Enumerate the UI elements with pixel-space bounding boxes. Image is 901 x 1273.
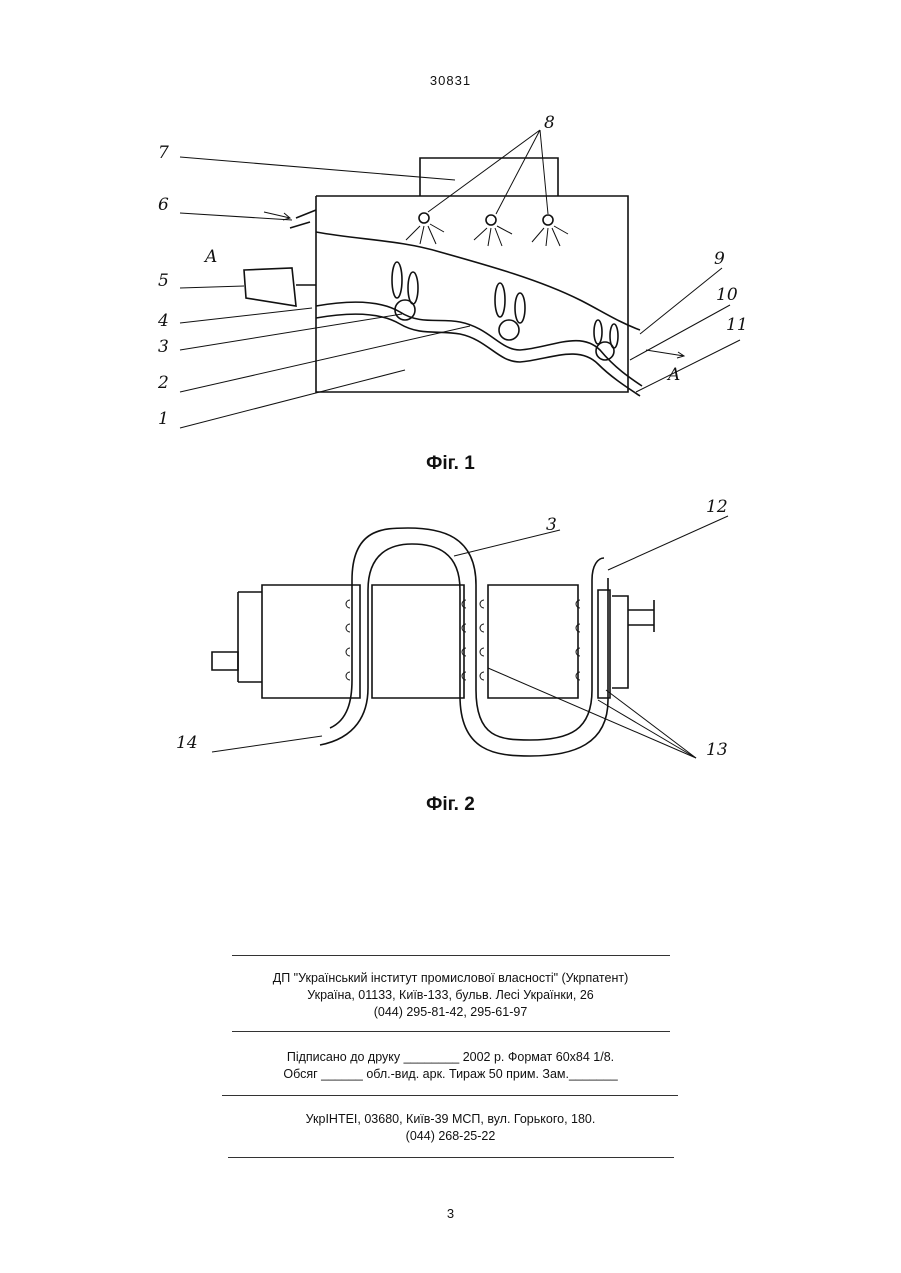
- fig2-label-14: 14: [176, 733, 198, 753]
- divider-2: [232, 1031, 670, 1032]
- publisher-line: (044) 295-81-42, 295-61-97: [0, 1004, 901, 1021]
- drum-left: [262, 585, 360, 698]
- shaft-right: [612, 596, 654, 688]
- shaft-left: [212, 652, 238, 670]
- drum-middle: [372, 585, 464, 698]
- print-info-block: Підписано до друку ________ 2002 р. Форм…: [0, 1049, 901, 1083]
- fig2-label-12: 12: [706, 497, 728, 517]
- fig2-label-13: 13: [706, 740, 728, 760]
- figure-2-caption: Фіг. 2: [0, 794, 901, 816]
- page-number: 3: [0, 1206, 901, 1221]
- divider-1: [232, 955, 670, 956]
- divider-3: [222, 1095, 678, 1096]
- printer-line: (044) 268-25-22: [0, 1128, 901, 1145]
- coil-tube-outer: [330, 528, 604, 740]
- drum-right: [488, 585, 578, 698]
- print-info-line: Підписано до друку ________ 2002 р. Форм…: [0, 1049, 901, 1066]
- divider-4: [228, 1157, 674, 1158]
- figure-2-drawing: 3 12 13 14: [0, 0, 901, 800]
- printer-line: УкрІНТЕІ, 03680, Київ-39 МСП, вул. Горьк…: [0, 1111, 901, 1128]
- publisher-block: ДП "Український інститут промислової вла…: [0, 970, 901, 1021]
- publisher-line: ДП "Український інститут промислової вла…: [0, 970, 901, 987]
- fig2-label-3: 3: [546, 515, 557, 535]
- printer-block: УкрІНТЕІ, 03680, Київ-39 МСП, вул. Горьк…: [0, 1111, 901, 1145]
- print-info-line: Обсяг ______ обл.-вид. арк. Тираж 50 при…: [0, 1066, 901, 1083]
- publisher-line: Україна, 01133, Київ-133, бульв. Лесі Ук…: [0, 987, 901, 1004]
- coil-loops: [346, 600, 580, 680]
